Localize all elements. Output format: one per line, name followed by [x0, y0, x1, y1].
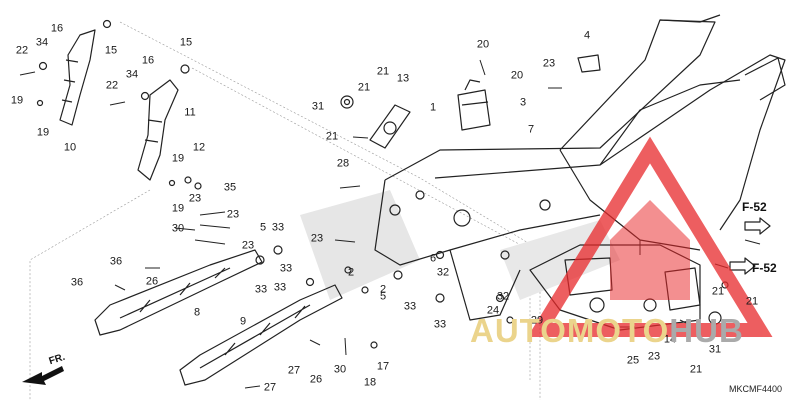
callout-label: 12 [192, 141, 206, 154]
callout-label: 20 [510, 69, 524, 82]
callout-label: 2 [347, 266, 355, 279]
callout-label: 23 [310, 232, 324, 245]
callout-label: 27 [263, 381, 277, 394]
callout-label: 19 [36, 126, 50, 139]
main-frame [374, 14, 786, 321]
callout-label: 6 [429, 252, 437, 265]
callout-label: 23 [542, 57, 556, 70]
callout-label: 34 [35, 36, 49, 49]
callout-label: 22 [105, 79, 119, 92]
callout-label: 13 [396, 72, 410, 85]
ref-label-f52-top: F-52 [742, 200, 767, 214]
callout-label: 2 [379, 283, 387, 296]
callout-label: 23 [647, 350, 661, 363]
callout-label: 33 [273, 281, 287, 294]
callout-label: 21 [711, 285, 725, 298]
callout-label: 4 [583, 29, 591, 42]
callout-label: 29 [530, 314, 544, 327]
callout-label: 23 [241, 239, 255, 252]
callout-label: 26 [309, 373, 323, 386]
callout-label: 1 [429, 101, 437, 114]
callout-label: 16 [50, 22, 64, 35]
callout-label: 30 [171, 222, 185, 235]
callout-label: 21 [357, 81, 371, 94]
callout-label: 24 [486, 304, 500, 317]
callout-label: 9 [239, 315, 247, 328]
stipple-area [300, 190, 420, 300]
callout-label: 31 [311, 100, 325, 113]
callout-label: 33 [433, 318, 447, 331]
bracket-10 [59, 29, 96, 126]
ref-arrow-right [729, 257, 756, 275]
callout-label: 34 [125, 68, 139, 81]
watermark-triangle [527, 136, 773, 337]
callout-label: 7 [527, 123, 535, 136]
watermark-text: AUTOMOTOHUB [470, 312, 744, 350]
ref-arrow-up [744, 217, 771, 235]
part-4 [577, 54, 601, 73]
callout-label: 21 [689, 363, 703, 376]
bracket-13 [369, 104, 411, 149]
callout-label: 21 [325, 130, 339, 143]
callout-label: 19 [171, 202, 185, 215]
nuts [36, 19, 729, 349]
callout-label: 15 [179, 36, 193, 49]
callout-label: 19 [10, 94, 24, 107]
front-arrow-icon [22, 366, 64, 385]
lower-rail-8 [94, 249, 263, 336]
callout-label: 18 [363, 376, 377, 389]
diagram-code: MKCMF4400 [728, 384, 782, 394]
callout-label: 33 [279, 262, 293, 275]
callout-label: 23 [226, 208, 240, 221]
callout-label: 33 [254, 283, 268, 296]
callout-label: 8 [193, 306, 201, 319]
lower-rail-9 [179, 284, 343, 386]
callout-label: 33 [271, 221, 285, 234]
callout-label: 5 [379, 290, 387, 303]
callout-label: 21 [376, 65, 390, 78]
watermark-text-b: HUB [669, 312, 744, 349]
callout-label: 36 [109, 255, 123, 268]
ref-label-f52-right: F-52 [752, 261, 777, 275]
callout-label: 3 [519, 96, 527, 109]
callout-label: 15 [104, 44, 118, 57]
watermark-logo [527, 136, 773, 337]
bracket-11 [137, 79, 179, 181]
callout-label: 35 [223, 181, 237, 194]
callout-label: 32 [496, 290, 510, 303]
callout-label: 16 [141, 54, 155, 67]
callout-label: 22 [15, 44, 29, 57]
ecm-unit [457, 79, 491, 131]
watermark-text-a: AUTOMOTO [470, 312, 670, 349]
callout-label: 21 [745, 295, 759, 308]
callout-label: 10 [63, 141, 77, 154]
callout-label: 33 [403, 300, 417, 313]
callout-label: 36 [70, 276, 84, 289]
callout-label: 20 [476, 38, 490, 51]
callout-label: 25 [626, 354, 640, 367]
callout-label: 17 [376, 360, 390, 373]
callout-label: 23 [188, 192, 202, 205]
grommet-31 [340, 95, 354, 109]
exploded-boundary-line [29, 189, 151, 400]
callout-label: 26 [145, 275, 159, 288]
callout-label: 14 [663, 333, 677, 346]
callout-label: 19 [171, 152, 185, 165]
callout-label: 31 [708, 343, 722, 356]
callout-label: 5 [259, 221, 267, 234]
callout-label: 32 [436, 266, 450, 279]
callout-label: 30 [333, 363, 347, 376]
callout-label: 11 [184, 106, 196, 119]
callout-label: 27 [287, 364, 301, 377]
callout-label: 28 [336, 157, 350, 170]
